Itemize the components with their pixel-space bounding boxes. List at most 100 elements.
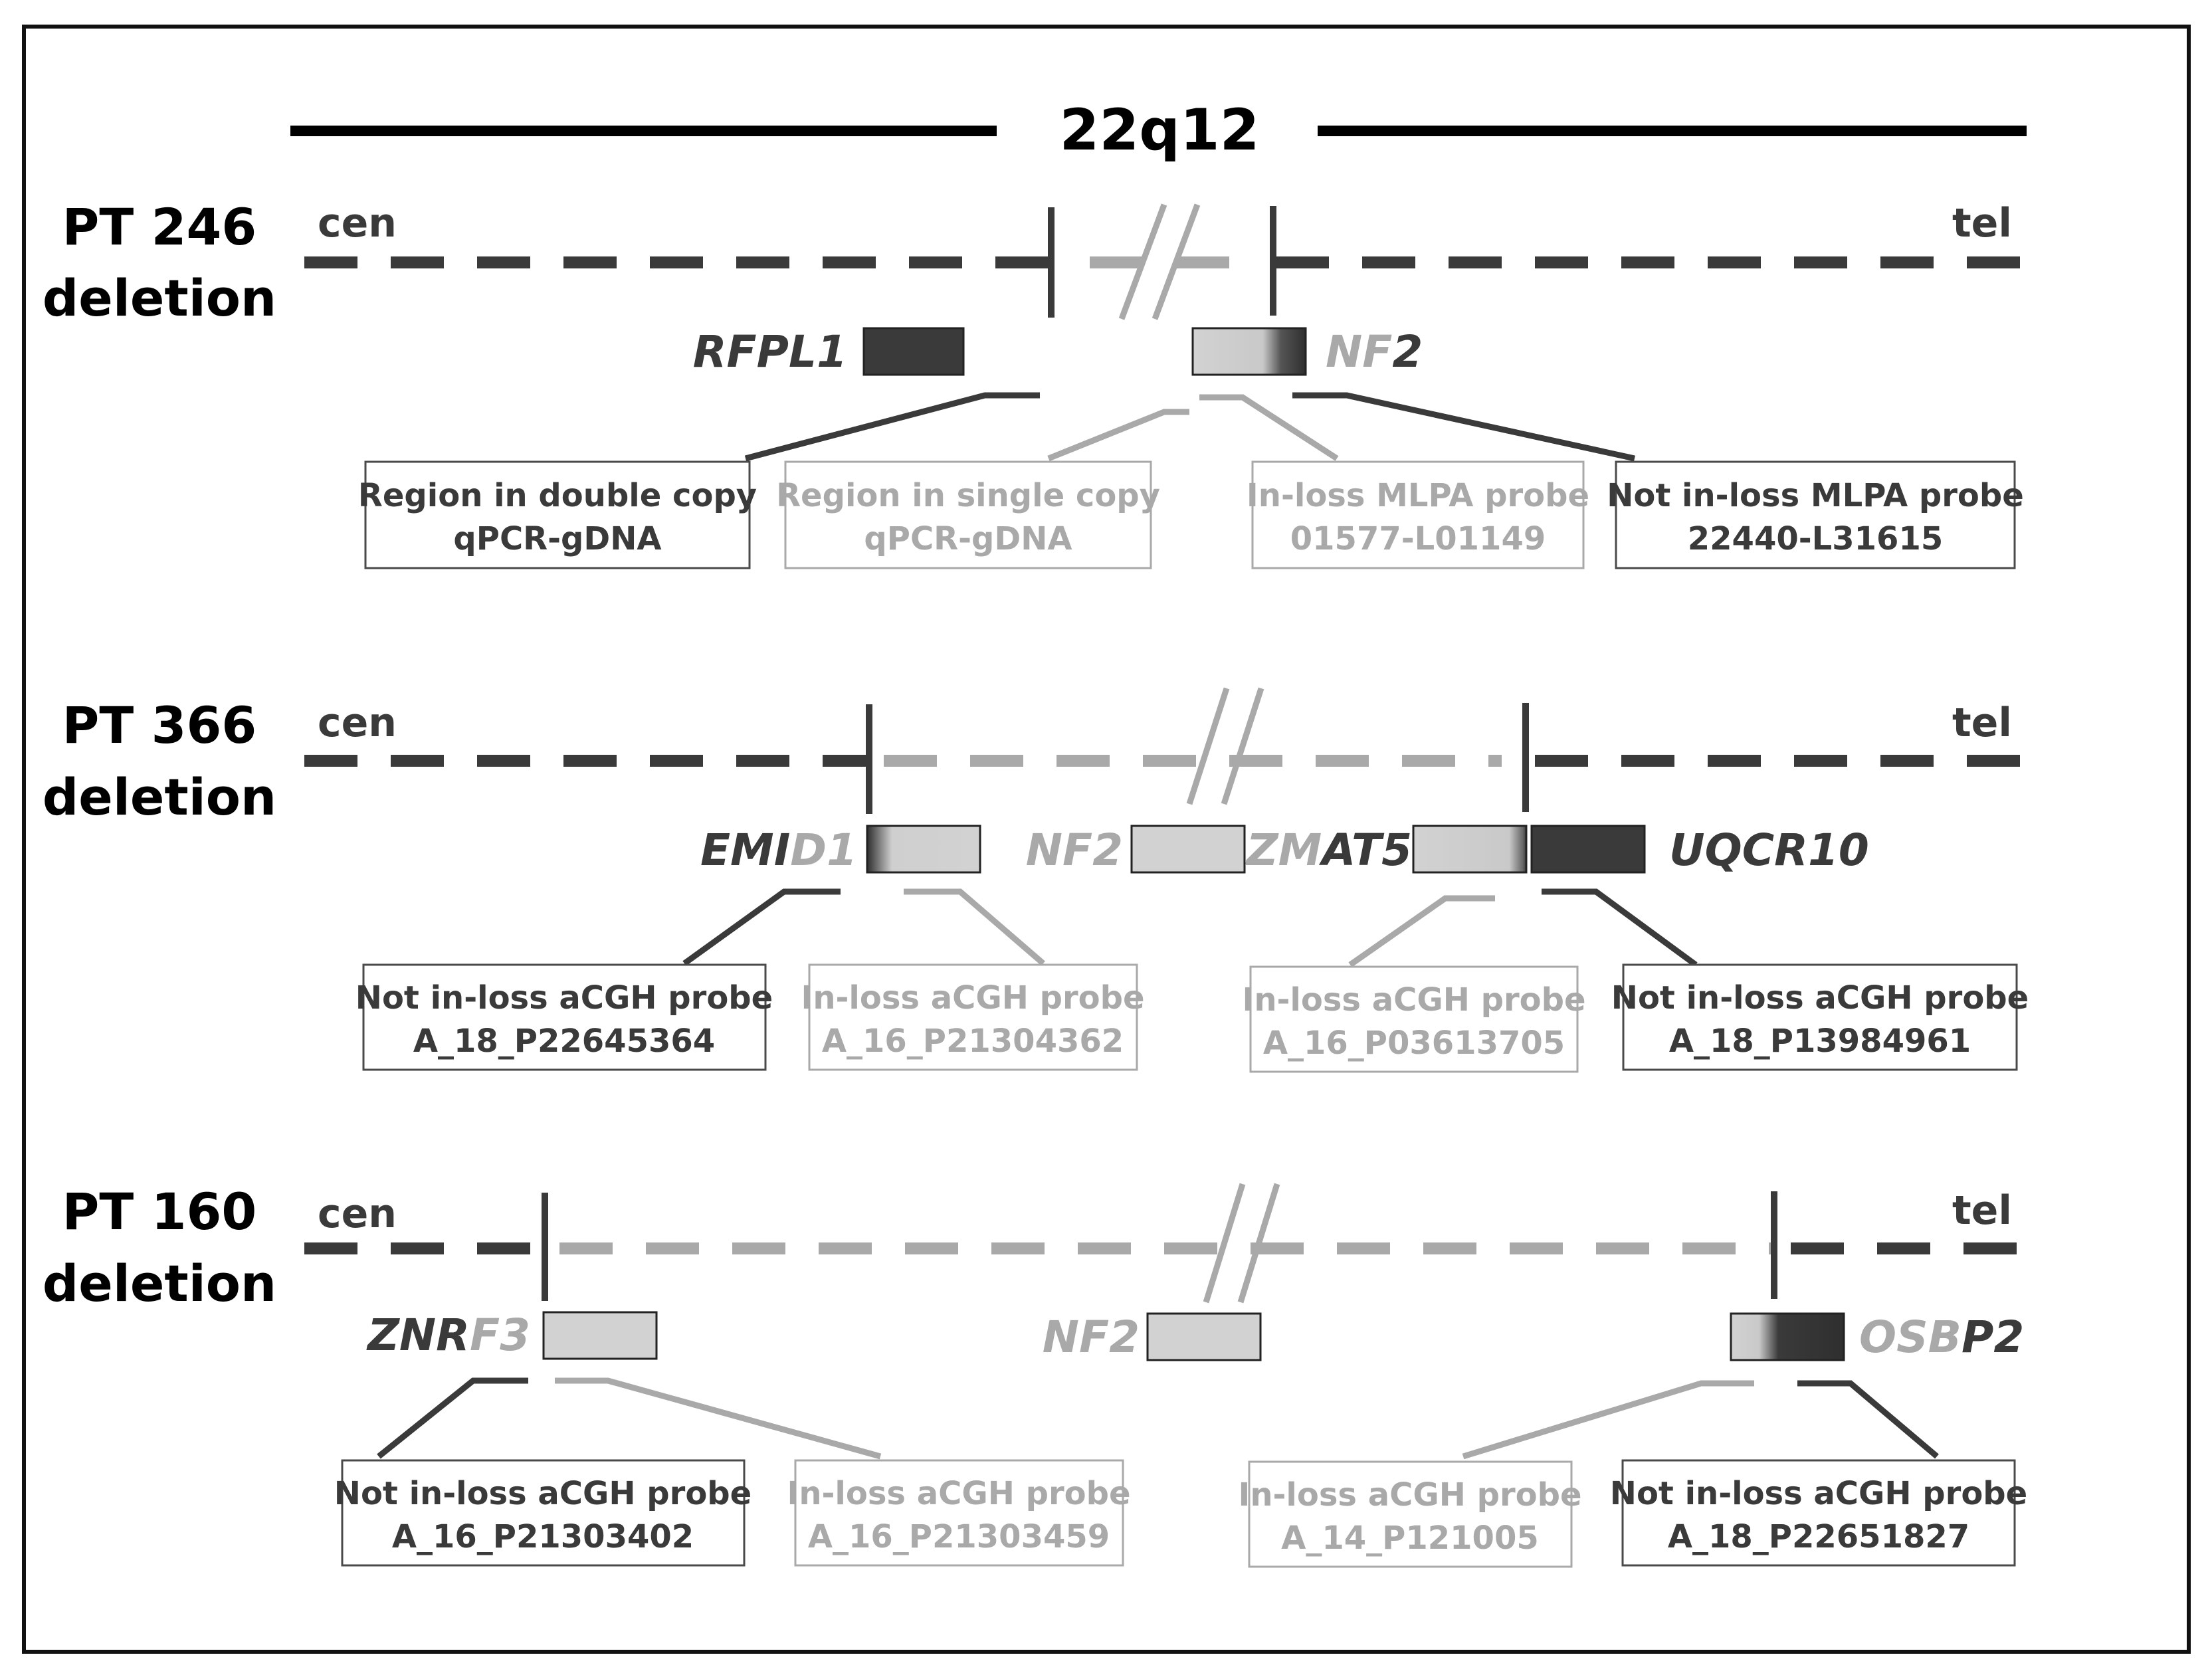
gene-label-nf2: NF2 <box>1043 1312 1140 1363</box>
probe-box-line1: Not in-loss aCGH probe <box>1610 1475 2027 1512</box>
gene-box-emid1 <box>866 825 981 874</box>
gene-label-part: NF2 <box>1026 825 1123 876</box>
connector-b4 <box>1542 888 1698 967</box>
scale-break-slash-2 <box>1152 203 1201 320</box>
gene-label-part: NF <box>1326 326 1392 377</box>
probe-box-line2: A_16_P03613705 <box>1263 1025 1565 1062</box>
probe-box-3: In-loss aCGH probe A_16_P03613705 <box>1242 965 1586 1073</box>
probe-box-4: Not in-loss aCGH probe A_18_P13984961 <box>1611 963 2029 1071</box>
connector-b1 <box>377 1377 528 1459</box>
gene-label-part: P2 <box>1961 1312 2024 1363</box>
connector-b4 <box>1797 1380 1939 1459</box>
gene-label-part: EMI <box>700 825 790 876</box>
probe-box-line2: A_16_P21304362 <box>822 1023 1124 1060</box>
gene-box-nf2 <box>1130 825 1246 874</box>
patient-label: PT 160 <box>62 1182 257 1241</box>
probe-box-line2: A_16_P21303402 <box>392 1518 694 1555</box>
gene-box-zmat5 <box>1412 825 1528 874</box>
gene-box-osbp2 <box>1730 1312 1845 1361</box>
panel-pt366: PT 366 deletion cen tel EMID1 NF2 ZMAT5 … <box>43 687 2029 1073</box>
probe-box-line1: Not in-loss aCGH probe <box>355 979 773 1017</box>
probe-box-3: In-loss aCGH probe A_14_P121005 <box>1238 1460 1582 1568</box>
gene-label-osbp2: OSBP2 <box>1859 1312 2024 1363</box>
gene-label-part: NF2 <box>1043 1312 1140 1363</box>
gene-box-uqcr10 <box>1530 825 1646 874</box>
scale-break-slash-2 <box>1237 1183 1280 1304</box>
gene-label-part: AT5 <box>1318 825 1412 876</box>
probe-box-4: Not in-loss MLPA probe 22440-L31615 <box>1607 460 2024 569</box>
connector-b3 <box>1462 1380 1754 1460</box>
probe-box-line1: In-loss aCGH probe <box>787 1475 1130 1512</box>
tel-label: tel <box>1952 1187 2012 1234</box>
probe-box-3: In-loss MLPA probe 01577-L01149 <box>1247 460 1589 569</box>
probe-box-line1: In-loss aCGH probe <box>1242 981 1585 1019</box>
panel-pt160: PT 160 deletion cen tel ZNRF3 NF2 OSBP2 … <box>43 1182 2027 1568</box>
connector-b2 <box>1047 409 1189 462</box>
gene-box-znrf3 <box>542 1311 658 1360</box>
connector-b1 <box>744 392 1040 462</box>
probe-box-1: Region in double copy qPCR-gDNA <box>358 460 757 569</box>
tel-label: tel <box>1952 700 2012 746</box>
cen-label: cen <box>318 1191 397 1237</box>
scale-break-slash-1 <box>1118 203 1167 320</box>
probe-box-line1: Not in-loss MLPA probe <box>1607 477 2024 514</box>
gene-label-uqcr10: UQCR10 <box>1669 825 1869 876</box>
cen-label: cen <box>318 200 397 247</box>
connector-b2 <box>555 1377 882 1460</box>
patient-label: PT 366 <box>62 696 257 755</box>
probe-box-line2: A_16_P21303459 <box>808 1518 1110 1555</box>
probe-box-2: In-loss aCGH probe A_16_P21304362 <box>801 963 1145 1071</box>
gene-label-rfpl1: RFPL1 <box>693 326 847 377</box>
probe-box-1: Not in-loss aCGH probe A_16_P21303402 <box>334 1459 752 1567</box>
connector-b1 <box>682 888 841 966</box>
gene-label-part: ZNR <box>366 1310 470 1361</box>
connector-b3 <box>1348 895 1495 967</box>
probe-box-4: Not in-loss aCGH probe A_18_P22651827 <box>1610 1459 2027 1567</box>
connector-b3 <box>1199 394 1339 461</box>
probe-box-line1: Not in-loss aCGH probe <box>334 1475 752 1512</box>
patient-label: PT 246 <box>62 197 257 256</box>
gene-label-part: D1 <box>790 825 857 876</box>
gene-label-zmat5: ZMAT5 <box>1245 825 1412 876</box>
deletion-label: deletion <box>43 268 276 328</box>
connector-b2 <box>904 888 1045 966</box>
gene-label-part: OSB <box>1859 1312 1961 1363</box>
probe-box-line2: qPCR-gDNA <box>864 520 1072 557</box>
probe-box-line2: 01577-L01149 <box>1290 520 1546 557</box>
scale-break-slash-1 <box>1186 687 1230 805</box>
gene-label-emid1: EMID1 <box>700 825 857 876</box>
gene-label-znrf3: ZNRF3 <box>366 1310 530 1361</box>
cen-label: cen <box>318 700 397 746</box>
probe-box-2: In-loss aCGH probe A_16_P21303459 <box>787 1459 1131 1567</box>
connector-b4 <box>1292 392 1635 462</box>
probe-box-line1: In-loss aCGH probe <box>1238 1476 1581 1514</box>
probe-box-line2: A_14_P121005 <box>1281 1520 1539 1557</box>
scale-break-slash-1 <box>1203 1183 1246 1304</box>
scale-break-slash-2 <box>1221 687 1264 805</box>
probe-box-line2: 22440-L31615 <box>1688 520 1944 557</box>
region-title: 22q12 <box>290 97 2027 163</box>
probe-box-line1: In-loss aCGH probe <box>801 979 1144 1017</box>
tel-label: tel <box>1952 200 2012 247</box>
probe-box-line2: A_18_P22651827 <box>1668 1518 1969 1555</box>
probe-box-line2: A_18_P13984961 <box>1669 1023 1971 1060</box>
probe-box-line2: A_18_P22645364 <box>413 1023 715 1060</box>
gene-box-rfpl1 <box>862 327 965 376</box>
gene-label-nf2: NF2 <box>1326 326 1423 377</box>
deletion-label: deletion <box>43 1254 276 1313</box>
panel-pt246: PT 246 deletion cen tel RFPL1 NF2 Region… <box>43 197 2027 569</box>
gene-box-nf2 <box>1146 1312 1262 1361</box>
gene-label-part: 2 <box>1392 326 1423 377</box>
probe-box-line2: qPCR-gDNA <box>453 520 661 557</box>
gene-label-part: UQCR10 <box>1669 825 1869 876</box>
probe-box-line1: In-loss MLPA probe <box>1247 477 1589 514</box>
deletion-label: deletion <box>43 767 276 827</box>
gene-label-part: F3 <box>470 1310 530 1361</box>
gene-label-part: RFPL1 <box>693 326 847 377</box>
gene-label-nf2: NF2 <box>1026 825 1123 876</box>
figure-frame <box>22 25 2191 1654</box>
gene-box-nf2 <box>1191 327 1307 376</box>
region-label: 22q12 <box>1060 97 1260 163</box>
probe-box-1: Not in-loss aCGH probe A_18_P22645364 <box>355 963 773 1071</box>
